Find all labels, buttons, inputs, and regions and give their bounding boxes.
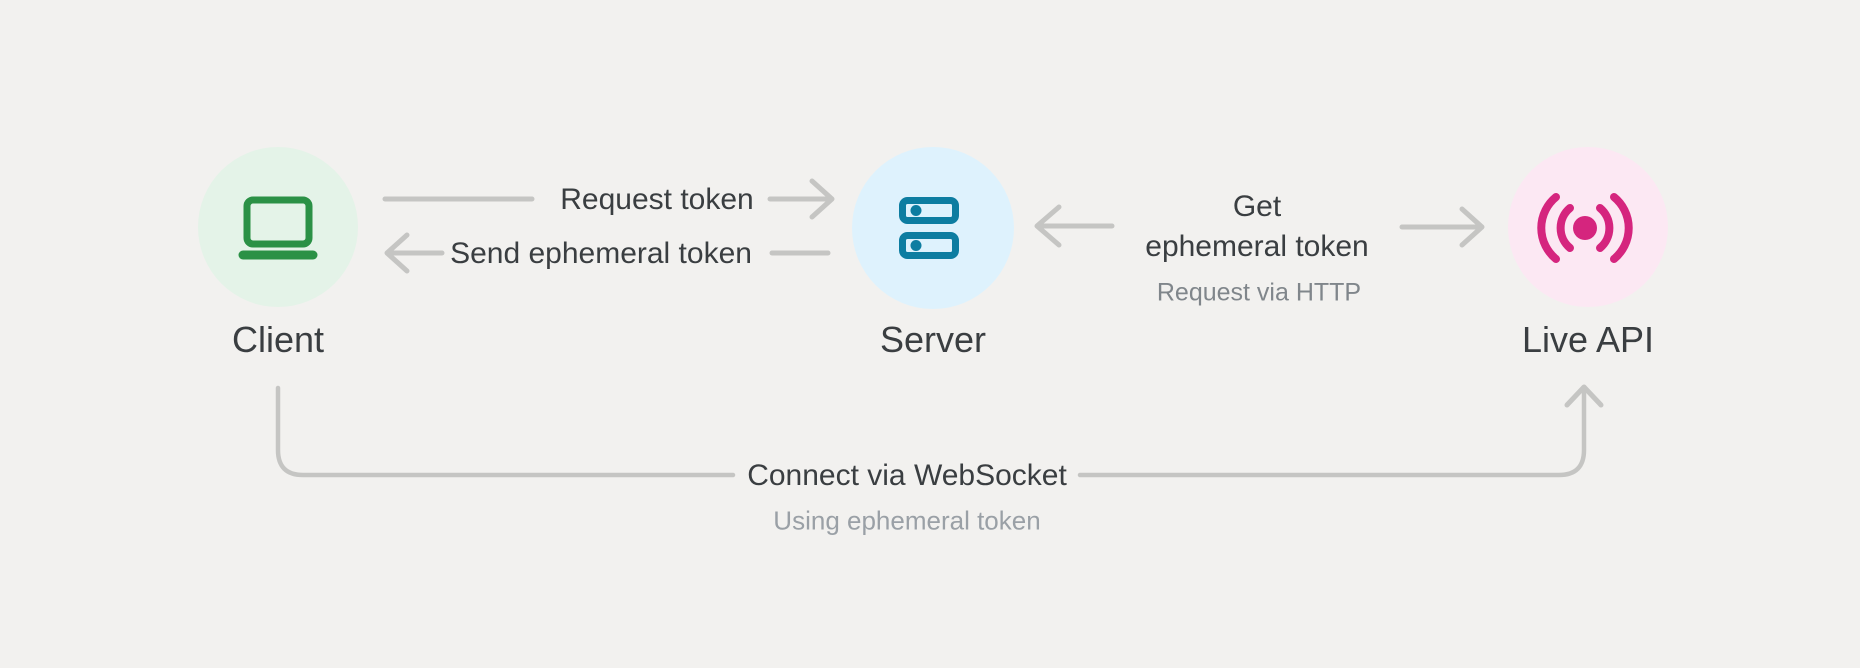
connect-websocket-label: Connect via WebSocket bbox=[747, 459, 1067, 492]
client-node-label: Client bbox=[231, 319, 325, 360]
connectors bbox=[275, 178, 1604, 478]
server-unit-top bbox=[899, 197, 959, 224]
arrowhead-right-to-server bbox=[809, 178, 835, 220]
server-node-label: Server bbox=[879, 319, 987, 360]
arrowhead-up-to-liveapi bbox=[1564, 384, 1604, 408]
arrowhead-left-to-server2 bbox=[1034, 204, 1062, 248]
request-token-label: Request token bbox=[560, 183, 754, 216]
arrowhead-left-to-client bbox=[384, 232, 410, 274]
wave-inner-right bbox=[1596, 204, 1614, 252]
get-ephemeral-token-label: Get ephemeral token bbox=[1145, 187, 1368, 267]
server-circle bbox=[852, 147, 1014, 309]
arrowhead-right-to-liveapi bbox=[1459, 206, 1485, 248]
send-ephemeral-token-label: Send ephemeral token bbox=[450, 237, 752, 270]
get-ephemeral-token-label-line2: ephemeral token bbox=[1145, 230, 1369, 263]
request-via-http-sublabel: Request via HTTP bbox=[1156, 278, 1362, 307]
laptop-icon bbox=[238, 196, 318, 260]
live-broadcast-icon bbox=[1537, 193, 1633, 263]
server-led-top bbox=[910, 205, 922, 216]
broadcast-dot bbox=[1573, 216, 1597, 240]
server-rack-icon bbox=[899, 197, 959, 259]
websocket-path-right bbox=[1077, 387, 1587, 478]
using-ephemeral-token-sublabel: Using ephemeral token bbox=[773, 505, 1041, 536]
websocket-path-left bbox=[275, 385, 736, 478]
laptop-screen bbox=[243, 196, 313, 248]
client-circle bbox=[198, 147, 358, 307]
wave-inner-left bbox=[1556, 204, 1574, 252]
wave-outer-left bbox=[1537, 193, 1560, 263]
live-api-node-label: Live API bbox=[1521, 319, 1655, 360]
server-unit-bottom bbox=[899, 232, 959, 259]
server-led-bottom bbox=[910, 240, 922, 251]
wave-outer-right bbox=[1610, 193, 1633, 263]
get-ephemeral-token-label-line1: Get bbox=[1232, 190, 1282, 223]
